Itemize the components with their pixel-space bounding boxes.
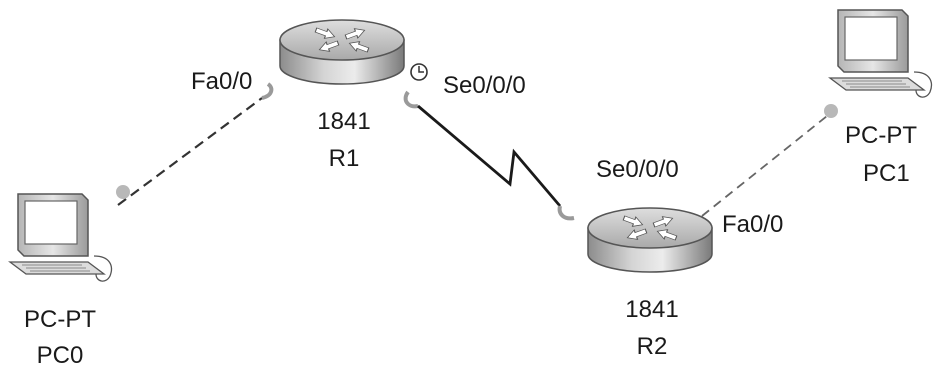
connector-r1-fa bbox=[261, 82, 274, 100]
r2-name-label: R2 bbox=[636, 333, 668, 360]
pc1-name-label: PC1 bbox=[863, 160, 910, 187]
router-r1[interactable] bbox=[280, 20, 404, 84]
r1-fa0-0-label: Fa0/0 bbox=[191, 68, 253, 95]
link-r1-r2-serial bbox=[403, 90, 575, 221]
link-endpoint-dot bbox=[116, 185, 130, 199]
link-pc0-r1 bbox=[116, 82, 274, 206]
r1-se0-0-0-label: Se0/0/0 bbox=[443, 72, 526, 99]
r2-model-label: 1841 bbox=[625, 296, 679, 323]
pc1-type-label: PC-PT bbox=[845, 122, 917, 149]
pc0-name-label: PC0 bbox=[36, 342, 84, 369]
connector-r1-se bbox=[403, 90, 419, 109]
r1-name-label: R1 bbox=[328, 145, 360, 172]
pc-icon bbox=[829, 9, 933, 98]
link-r2-pc1 bbox=[701, 104, 838, 217]
router-icon bbox=[280, 20, 404, 84]
r1-model-label: 1841 bbox=[317, 108, 371, 135]
pc-icon bbox=[9, 193, 113, 282]
router-r2[interactable] bbox=[588, 208, 712, 272]
r2-fa0-0-label: Fa0/0 bbox=[722, 211, 784, 238]
connector-r2-se bbox=[557, 205, 575, 221]
router-icon bbox=[588, 208, 712, 272]
link-endpoint-dot bbox=[824, 104, 838, 118]
clock-icon bbox=[410, 63, 428, 81]
pc-pc1[interactable] bbox=[829, 9, 933, 98]
r2-se0-0-0-label: Se0/0/0 bbox=[596, 156, 679, 183]
pc0-type-label: PC-PT bbox=[24, 306, 96, 333]
pc-pc0[interactable] bbox=[9, 193, 113, 282]
